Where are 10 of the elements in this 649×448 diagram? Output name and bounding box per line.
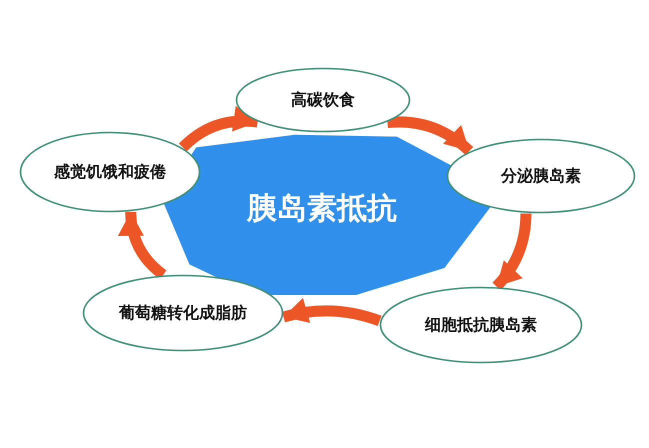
- arrow: [387, 116, 474, 156]
- node-label: 葡萄糖转化成脂肪: [119, 302, 247, 324]
- center-title: 胰岛素抵抗: [247, 190, 397, 228]
- arrow: [282, 298, 382, 326]
- node-label: 感觉饥饿和疲倦: [54, 162, 166, 182]
- node-label: 细胞抵抗胰岛素: [425, 314, 537, 336]
- arrow: [492, 213, 532, 290]
- node-label: 高碳饮食: [291, 90, 355, 110]
- node-label: 分泌胰岛素: [501, 166, 581, 186]
- arrow: [179, 106, 258, 152]
